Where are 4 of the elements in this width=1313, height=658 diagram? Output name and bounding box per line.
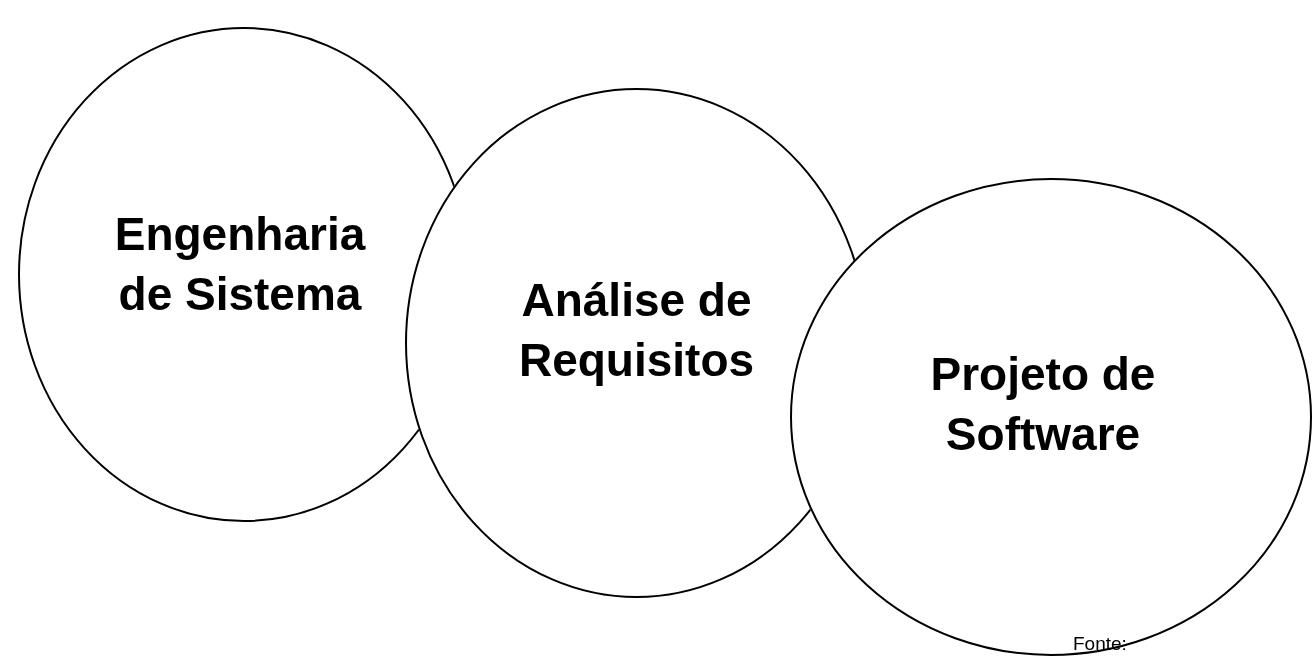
node-label: Engenharia de Sistema <box>113 206 367 322</box>
node-label: Projeto de Software <box>929 347 1157 462</box>
node-label: Análise de Requisitos <box>517 273 756 388</box>
caption: Fonte: <box>1073 632 1127 656</box>
